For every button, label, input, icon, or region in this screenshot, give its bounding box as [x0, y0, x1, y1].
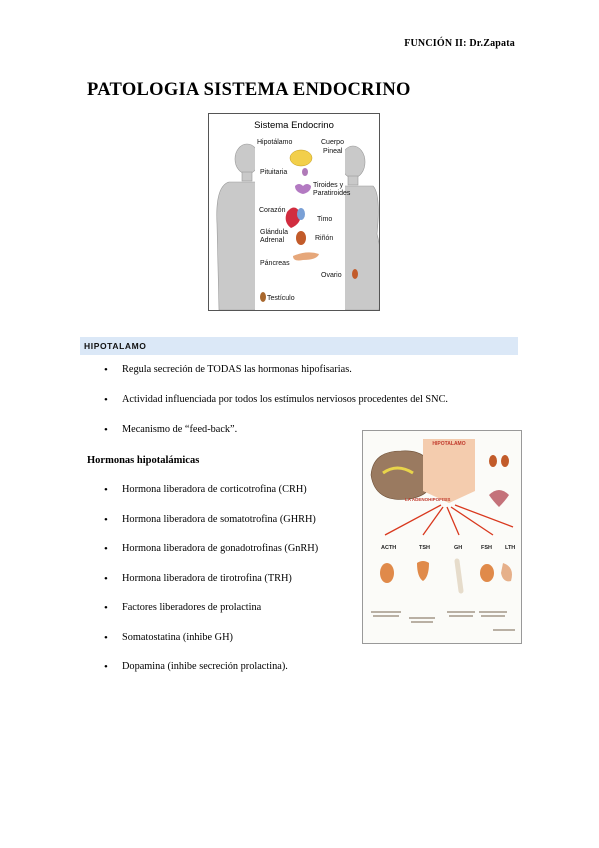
hormones-list: Hormona liberadora de corticotrofina (CR…	[104, 484, 318, 691]
uterus-icon	[489, 490, 509, 507]
ovary-icon	[352, 269, 358, 279]
endocrine-system-figure: Sistema Endocrino Hipotálamo Cuerpo Pine	[208, 113, 382, 311]
arrow	[454, 504, 514, 528]
pancreas-icon	[293, 252, 319, 261]
thyroid-icon	[295, 184, 311, 194]
label-cuerpo: Cuerpo	[321, 139, 344, 146]
label-glandula: Glándula	[260, 229, 288, 236]
thyroid-icon	[417, 561, 429, 581]
label-pancreas: Páncreas	[260, 260, 290, 267]
list-item: Regula secreción de TODAS las hormonas h…	[104, 364, 448, 394]
header-note: FUNCIÓN II: Dr.Zapata	[404, 38, 515, 49]
label-rinon: Riñón	[315, 235, 333, 242]
arrow	[446, 506, 460, 536]
kidney-icon	[501, 455, 509, 467]
label-lth: LTH	[505, 545, 515, 551]
list-item: Hormona liberadora de gonadotrofinas (Gn…	[104, 543, 318, 573]
list-item: Somatostatina (inhibe GH)	[104, 632, 318, 662]
label-tiroides: Tiroides y	[313, 182, 344, 189]
bone-icon	[454, 558, 464, 594]
breast-icon	[501, 563, 512, 582]
testicle-icon	[260, 292, 266, 302]
label-gh: GH	[454, 545, 462, 551]
figure1-title: Sistema Endocrino	[254, 120, 334, 131]
label-pituitaria: Pituitaria	[260, 169, 287, 176]
label-paratiroides: Paratiroides	[313, 190, 351, 197]
ovary-icon	[480, 564, 494, 582]
label-pineal: Pineal	[323, 148, 343, 155]
label-testiculo: Testículo	[267, 295, 295, 302]
list-item: Mecanismo de “feed-back”.	[104, 424, 448, 454]
section-header-bar	[80, 337, 518, 355]
section-label: HIPOTALAMO	[84, 341, 147, 351]
label-corazon: Corazón	[259, 207, 286, 214]
hypothalamus-pituitary-figure: HIPOTALAMO LA ADENOHIPOFISIS ACTH TSH GH…	[362, 430, 522, 644]
list-item: Actividad influenciada por todos los est…	[104, 394, 448, 424]
hypothalamus-panel	[423, 439, 475, 503]
label-hipotalamo: HIPOTALAMO	[432, 441, 465, 447]
label-hipotalamo: Hipotálamo	[257, 139, 293, 146]
arrow	[422, 506, 444, 536]
adrenal-icon	[380, 563, 394, 583]
arrow	[384, 504, 442, 536]
page-title: PATOLOGIA SISTEMA ENDOCRINO	[87, 80, 411, 100]
endocrine-system-illustration: Sistema Endocrino Hipotálamo Cuerpo Pine	[216, 120, 382, 311]
label-acth: ACTH	[381, 545, 396, 551]
arrow	[450, 506, 494, 536]
thymus-icon	[297, 208, 305, 220]
brain-highlight	[382, 466, 414, 475]
brain-icon	[289, 149, 313, 167]
list-item: Dopamina (inhibe secreción prolactina).	[104, 661, 318, 691]
label-adrenal: Adrenal	[260, 237, 285, 244]
label-timo: Timo	[317, 216, 332, 223]
list-item: Hormona liberadora de somatotrofina (GHR…	[104, 514, 318, 544]
arrow-group	[384, 504, 514, 536]
pituitary-icon	[302, 168, 308, 176]
hipotalamo-bullets: Regula secreción de TODAS las hormonas h…	[104, 364, 448, 454]
list-item: Hormona liberadora de tirotrofina (TRH)	[104, 573, 318, 603]
label-ovario: Ovario	[321, 272, 342, 279]
label-adenohipofisis: LA ADENOHIPOFISIS	[405, 497, 450, 502]
label-tsh: TSH	[419, 545, 430, 551]
hormones-subheading: Hormonas hipotalámicas	[87, 455, 200, 466]
list-item: Factores liberadores de prolactina	[104, 602, 318, 632]
label-fsh: FSH	[481, 545, 492, 551]
list-item: Hormona liberadora de corticotrofina (CR…	[104, 484, 318, 514]
hypothalamus-illustration: HIPOTALAMO LA ADENOHIPOFISIS ACTH TSH GH…	[363, 431, 521, 643]
kidney-icon	[296, 231, 306, 245]
kidney-icon	[489, 455, 497, 467]
